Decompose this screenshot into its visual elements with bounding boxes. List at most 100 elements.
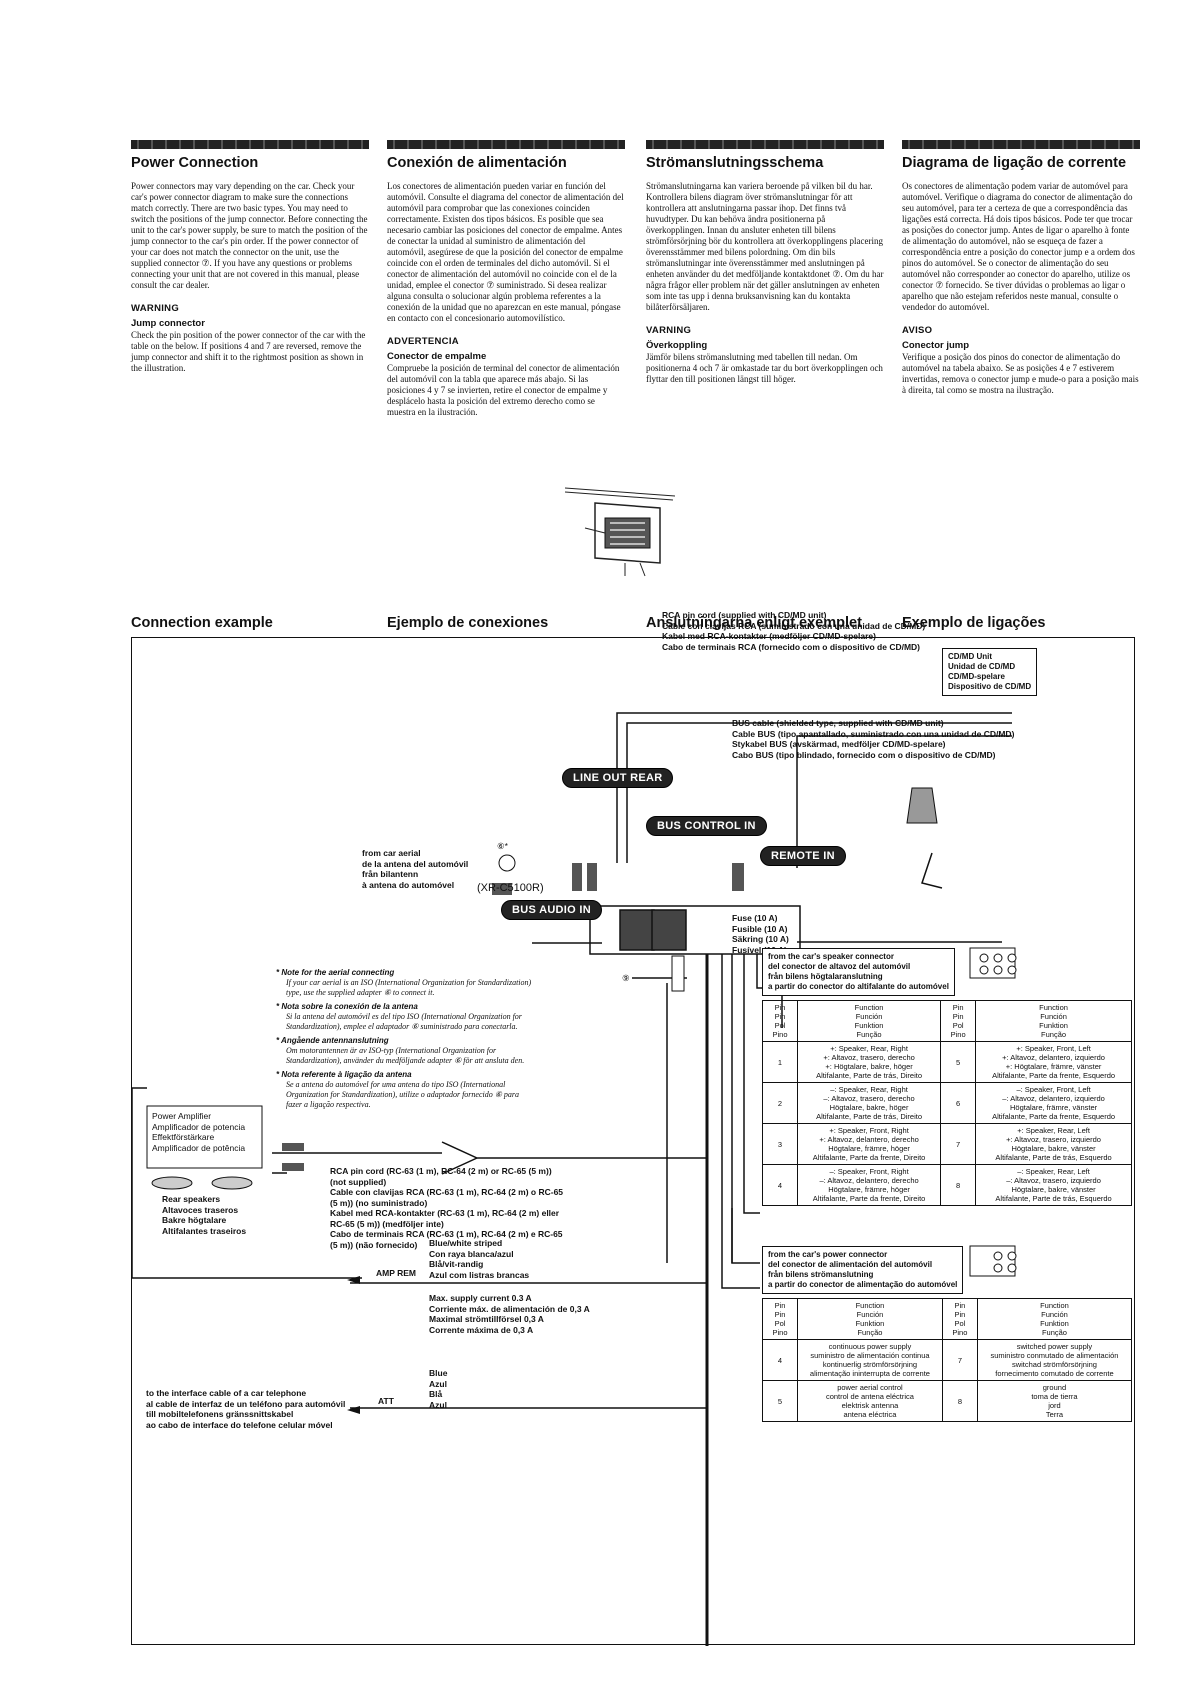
pin-function: –: Speaker, Front, Left –: Altavoz, dela… — [975, 1082, 1132, 1124]
rca-top-label: RCA pin cord (supplied with CD/MD unit) … — [662, 610, 926, 652]
pin-function: –: Speaker, Front, Right –: Altavoz, del… — [796, 1164, 942, 1206]
aerial-label: from car aerial de la antena del automóv… — [362, 848, 469, 890]
sub-body: Compruebe la posición de terminal del co… — [387, 363, 620, 417]
connector-marker: ⑨ — [622, 973, 630, 983]
pin-header: Pin Pin Pol Pino — [762, 1298, 798, 1340]
blue-white-label: Blue/white striped Con raya blanca/azul … — [429, 1238, 530, 1280]
connection-diagram: RCA pin cord (supplied with CD/MD unit) … — [131, 610, 1135, 1646]
column-en: Power Connection Power connectors may va… — [131, 140, 369, 374]
sub-body: Jämför bilens strömanslutning med tabell… — [646, 352, 883, 384]
pin-function: power aerial control control de antena e… — [797, 1380, 943, 1422]
function-header: Function Función Funktion Função — [976, 1298, 1133, 1340]
remote-in-label: REMOTE IN — [760, 846, 846, 866]
function-header: Function Función Funktion Função — [975, 1000, 1132, 1042]
pin-number: 7 — [941, 1339, 978, 1381]
header-bar — [902, 140, 1140, 149]
connection-title-sv: Anslutningarna enligt exemplet — [646, 615, 862, 631]
connection-title-es: Ejemplo de conexiones — [387, 615, 549, 631]
pin-function: +: Speaker, Rear, Left +: Altavoz, trase… — [975, 1123, 1132, 1165]
section-title: Diagrama de ligação de corrente — [902, 155, 1127, 171]
pin-number: 5 — [940, 1041, 977, 1083]
pin-number: 4 — [762, 1339, 798, 1381]
body-text: Os conectores de alimentação podem varia… — [902, 181, 1135, 312]
function-header: Function Función Funktion Função — [797, 1298, 943, 1340]
pin-number: 7 — [940, 1123, 977, 1165]
rear-speakers-label: Rear speakers Altavoces traseros Bakre h… — [162, 1194, 247, 1236]
warning-heading: ADVERTENCIA — [387, 336, 459, 347]
pin-number: 4 — [762, 1164, 798, 1206]
column-es: Conexión de alimentación Los conectores … — [387, 140, 625, 418]
pin-header: Pin Pin Pol Pino — [762, 1000, 798, 1042]
bus-control-in-label: BUS CONTROL IN — [646, 816, 767, 836]
function-header: Function Función Funktion Função — [796, 1000, 942, 1042]
table-row: 5 power aerial control control de antena… — [762, 1380, 1133, 1422]
amplifier-label: Power Amplifier Amplificador de potencia… — [152, 1111, 246, 1153]
rca-bottom-label: RCA pin cord (RC-63 (1 m), RC-64 (2 m) o… — [330, 1166, 564, 1250]
blue-label: Blue Azul Blå Azul — [429, 1368, 448, 1410]
sub-body: Verifique a posição dos pinos do conecto… — [902, 352, 1139, 395]
pin-number: 3 — [762, 1123, 798, 1165]
wiring-lines — [132, 712, 1017, 1646]
pin-header: Pin Pin Pol Pino — [941, 1298, 978, 1340]
pin-number: 6 — [940, 1082, 977, 1124]
max-supply-label: Max. supply current 0.3 A Corriente máx.… — [429, 1293, 590, 1335]
pin-function: +: Speaker, Rear, Right +: Altavoz, tras… — [796, 1041, 942, 1083]
column-pt: Diagrama de ligação de corrente Os conec… — [902, 140, 1140, 396]
pin-number: 8 — [941, 1380, 978, 1422]
amp-rem-label: AMP REM — [376, 1268, 416, 1278]
table-row: 2 –: Speaker, Rear, Right –: Altavoz, tr… — [762, 1082, 1132, 1124]
body-text: Power connectors may vary depending on t… — [131, 181, 368, 290]
section-title: Conexión de alimentación — [387, 155, 567, 171]
column-sv: Strömanslutningsschema Strömanslutningar… — [646, 140, 884, 385]
pin-number: 2 — [762, 1082, 798, 1124]
pin-function: switched power supply suministro conmuta… — [976, 1339, 1133, 1381]
sub-title: Jump connector — [131, 318, 205, 329]
sub-title: Conector jump — [902, 340, 970, 351]
telephone-label: to the interface cable of a car telephon… — [146, 1388, 346, 1430]
warning-heading: WARNING — [131, 303, 180, 314]
adapter-marker: ⑥* — [497, 841, 508, 851]
power-connector-label: from the car's power connector del conec… — [762, 1246, 964, 1294]
header-bar — [387, 140, 625, 149]
fuse-label: Fuse (10 A) Fusible (10 A) Säkring (10 A… — [732, 913, 789, 955]
sub-body: Check the pin position of the power conn… — [131, 330, 366, 373]
att-label: ATT — [378, 1396, 394, 1406]
connection-title-en: Connection example — [131, 615, 273, 631]
pin-function: +: Speaker, Front, Left +: Altavoz, dela… — [975, 1041, 1132, 1083]
warning-heading: AVISO — [902, 325, 933, 336]
connection-title-pt: Exemplo de ligações — [902, 615, 1046, 631]
sub-title: Överkoppling — [646, 340, 708, 351]
table-row: 1 +: Speaker, Rear, Right +: Altavoz, tr… — [762, 1041, 1132, 1083]
pin-number: 8 — [940, 1164, 977, 1206]
section-title: Power Connection — [131, 155, 259, 171]
body-text: Los conectores de alimentación pueden va… — [387, 181, 624, 323]
section-title: Strömanslutningsschema — [646, 155, 824, 171]
warning-heading: VARNING — [646, 325, 692, 336]
speaker-connector-label: from the car's speaker connector del con… — [762, 948, 955, 996]
cdmd-unit-label: CD/MD Unit Unidad de CD/MD CD/MD-spelare… — [942, 648, 1038, 696]
pin-number: 5 — [762, 1380, 798, 1422]
pin-function: –: Speaker, Rear, Right –: Altavoz, tras… — [796, 1082, 942, 1124]
pin-number: 1 — [762, 1041, 798, 1083]
bus-cable-label: BUS cable (shielded type, supplied with … — [732, 718, 1015, 760]
body-text: Strömanslutningarna kan variera beroende… — [646, 181, 884, 312]
header-bar — [646, 140, 884, 149]
pin-function: +: Speaker, Front, Right +: Altavoz, del… — [796, 1123, 942, 1165]
table-row: 4 continuous power supply suministro de … — [762, 1339, 1133, 1381]
speaker-pin-table: Pin Pin Pol Pino Function Función Funkti… — [762, 1000, 1132, 1206]
line-out-rear-label: LINE OUT REAR — [562, 768, 674, 788]
table-row: 3 +: Speaker, Front, Right +: Altavoz, d… — [762, 1123, 1132, 1165]
table-row: 4 –: Speaker, Front, Right –: Altavoz, d… — [762, 1164, 1132, 1206]
pin-function: –: Speaker, Rear, Left –: Altavoz, trase… — [975, 1164, 1132, 1206]
bus-audio-in-label: BUS AUDIO IN — [501, 900, 602, 920]
pin-header: Pin Pin Pol Pino — [940, 1000, 977, 1042]
jump-connector-illustration — [565, 487, 675, 577]
pin-function: continuous power supply suministro de al… — [797, 1339, 943, 1381]
pin-function: ground toma de tierra jord Terra — [976, 1380, 1133, 1422]
sub-title: Conector de empalme — [387, 351, 487, 362]
